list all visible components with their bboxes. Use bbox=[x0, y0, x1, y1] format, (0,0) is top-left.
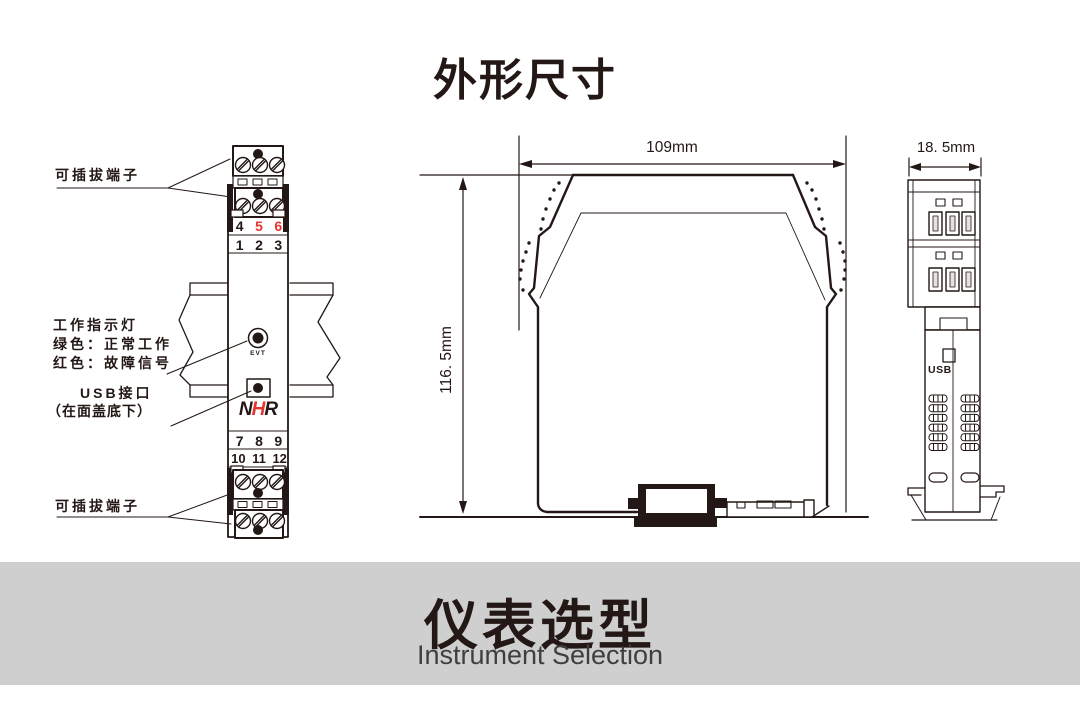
height-dimension-label: 116. 5mm bbox=[438, 326, 455, 394]
nhr-logo-n: N bbox=[238, 399, 253, 420]
terminal-number: 4 bbox=[235, 218, 244, 234]
terminal-number: 7 bbox=[235, 433, 244, 449]
nhr-logo-r: R bbox=[264, 399, 278, 420]
vent-slots bbox=[928, 394, 980, 483]
terminal-number: 1 bbox=[235, 237, 244, 253]
terminal-number: 10 bbox=[231, 451, 246, 466]
callout-usb-line2: （在面盖底下） bbox=[47, 403, 152, 419]
module-profile bbox=[527, 173, 838, 514]
width-dimension-18 bbox=[908, 157, 982, 177]
nhr-logo: NHR bbox=[236, 399, 280, 421]
din-rail-left bbox=[178, 282, 229, 398]
terminal-number: 8 bbox=[255, 433, 263, 449]
din-rail-right bbox=[289, 282, 341, 398]
clip-latch bbox=[726, 499, 830, 518]
terminal-block-bottom bbox=[227, 465, 289, 539]
clip-assembly bbox=[628, 484, 830, 527]
callout-indicator-line3: 红色：故障信号 bbox=[53, 355, 172, 371]
width-dimension-109 bbox=[518, 135, 847, 513]
end-terminal-section bbox=[907, 179, 981, 308]
terminal-number: 2 bbox=[255, 237, 263, 253]
evt-label: EVT bbox=[250, 350, 266, 357]
dimension-drawing bbox=[56, 135, 1005, 539]
usb-label-end-view: USB bbox=[928, 364, 952, 376]
side-view-line-art bbox=[419, 135, 869, 527]
section-title-cn: 仪表选型 bbox=[424, 596, 656, 656]
swing-arc-dots bbox=[518, 181, 847, 292]
terminal-marker-dot bbox=[253, 488, 263, 498]
callout-bottom-terminal: 可插拔端子 bbox=[55, 498, 140, 514]
section-title-en: Instrument Selection bbox=[416, 640, 664, 670]
callout-usb-line1: USB接口 bbox=[80, 385, 153, 401]
usb-port bbox=[246, 378, 271, 398]
callout-indicator-line1: 工作指示灯 bbox=[53, 317, 138, 333]
callout-indicator-line2: 绿色：正常工作 bbox=[53, 336, 172, 352]
terminal-number: 12 bbox=[272, 451, 287, 466]
terminal-block-top bbox=[227, 145, 289, 232]
page-title: 外形尺寸 bbox=[433, 56, 617, 105]
terminal-marker-dot bbox=[253, 149, 263, 159]
nhr-logo-h: H bbox=[251, 399, 266, 420]
front-view-line-art bbox=[56, 145, 341, 539]
depth-dimension-label: 18. 5mm bbox=[916, 139, 976, 156]
led-indicator bbox=[247, 327, 269, 349]
terminal-numbers-101112: 10 11 12 bbox=[228, 451, 290, 466]
terminal-number: 6 bbox=[274, 218, 283, 234]
end-rail-section bbox=[907, 485, 1005, 521]
terminal-number: 5 bbox=[255, 218, 263, 234]
height-dimension-116 bbox=[419, 174, 574, 514]
usb-port-end-view bbox=[942, 348, 956, 363]
callout-leader-lines bbox=[56, 158, 252, 525]
terminal-number: 9 bbox=[274, 433, 283, 449]
end-view-line-art bbox=[907, 157, 1005, 521]
terminal-number: 11 bbox=[252, 451, 266, 466]
callout-top-terminal: 可插拔端子 bbox=[55, 167, 140, 183]
width-dimension-label: 109mm bbox=[646, 139, 698, 156]
section-banner bbox=[0, 562, 1080, 685]
terminal-number: 3 bbox=[274, 237, 283, 253]
